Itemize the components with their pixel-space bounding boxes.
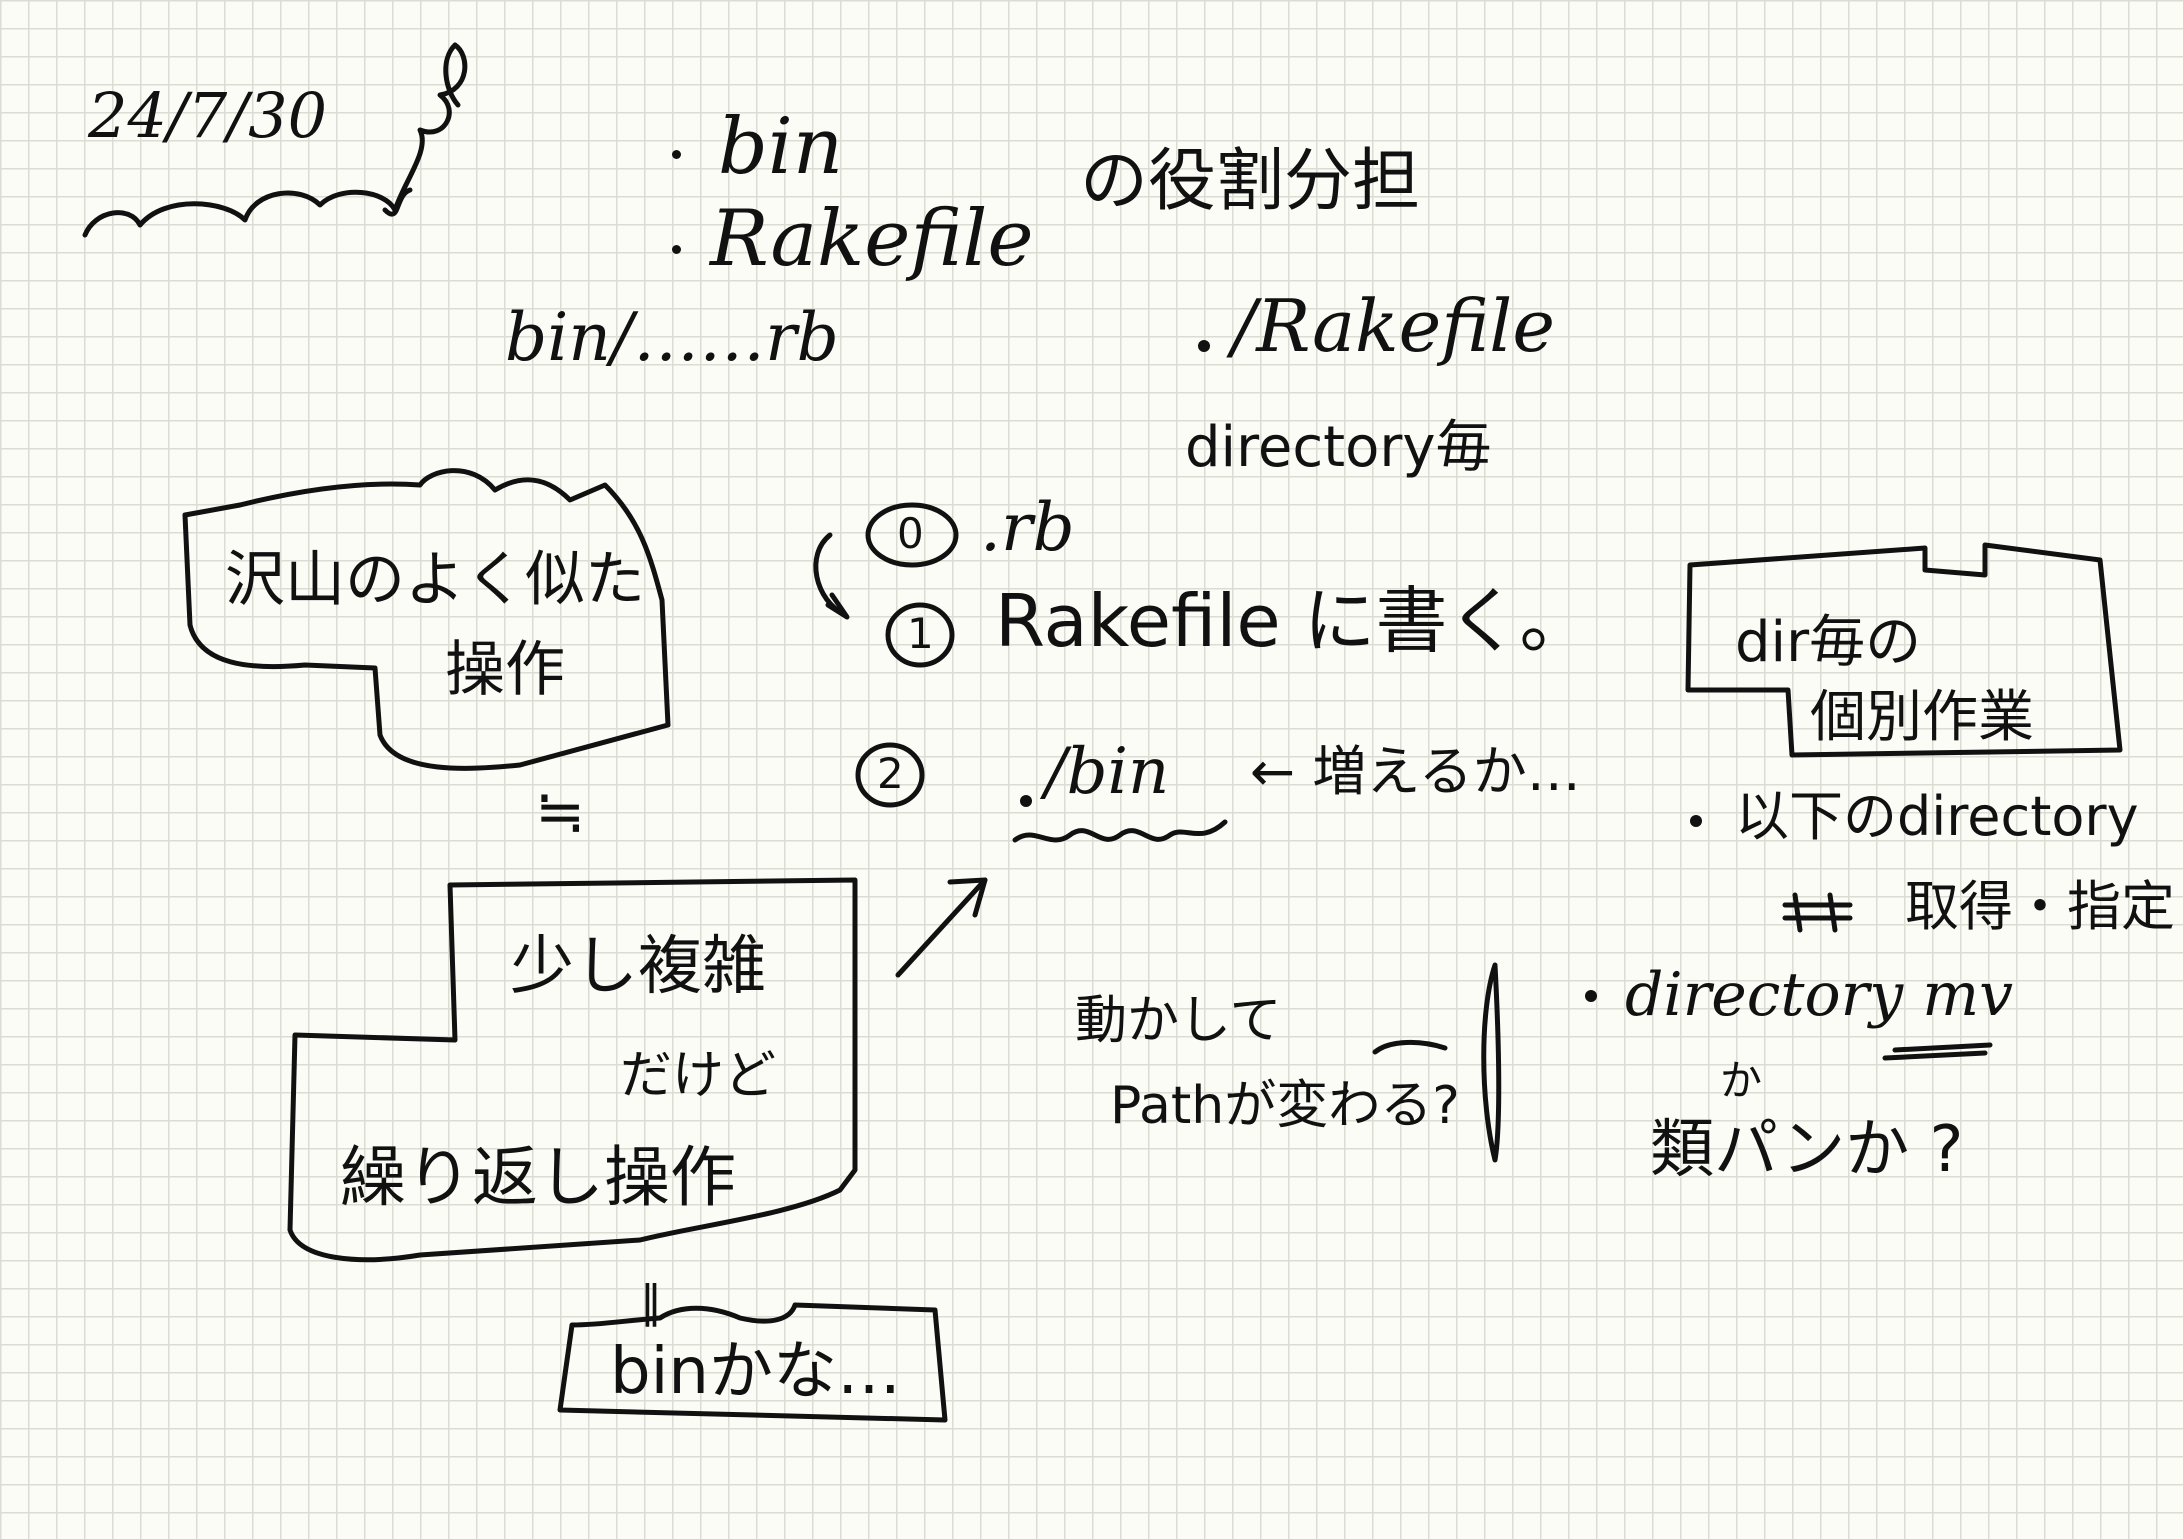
option-1-text: Rakefile に書く。 <box>995 579 1592 663</box>
option-2-path: /bin <box>1045 735 1170 809</box>
curve-arrow-head <box>825 592 850 620</box>
dir-work-line1: dir毎の <box>1735 610 1922 675</box>
box-bin-outline <box>557 1302 948 1423</box>
topic-item-bin: bin <box>718 102 844 192</box>
path-question-line1: 動かして <box>1075 991 1282 1051</box>
complex-line3: 繰り返し操作 <box>340 1139 736 1216</box>
circle-2 <box>855 742 925 808</box>
dir-work-line2: 個別作業 <box>1810 685 2034 750</box>
complex-line2: だけど <box>620 1046 777 1106</box>
date-cloud-tail <box>382 187 413 217</box>
date-label: 24/7/30 <box>88 79 328 152</box>
box-dirwork-outline <box>1685 542 2123 758</box>
option-2-comment: ← 増えるか… <box>1250 740 1581 803</box>
box-similar-outline <box>182 468 671 771</box>
topic-example: bin/……rb <box>505 299 839 376</box>
directory-list-bullet <box>1690 815 1702 827</box>
topic-bullet-2 <box>672 245 681 254</box>
topic-item-rakefile: Rakefile <box>710 194 1034 284</box>
similar-ops-line2: 操作 <box>445 635 565 705</box>
rakefile-bullet <box>1198 340 1210 352</box>
complex-line1: 少し複雑 <box>510 930 766 1004</box>
bracket <box>1481 962 1502 1163</box>
parallel-symbol: ‖ <box>640 1276 662 1327</box>
option-0-text: .rb <box>980 489 1075 566</box>
approx-symbol: ≒ <box>535 777 586 847</box>
option-2-bullet <box>1020 795 1032 807</box>
scribble-mark <box>1782 892 1853 933</box>
directory-list-line1: 以下のdirectory <box>1735 785 2139 848</box>
mv-underline <box>1882 1042 1993 1061</box>
circle-1 <box>885 602 955 668</box>
path-question-line2: Pathが変わる? <box>1110 1076 1460 1136</box>
directory-mv-bullet <box>1585 990 1597 1002</box>
directory-mv-line3: 類パンか ? <box>1650 1113 1964 1187</box>
similar-ops-line1: 沢山のよく似た <box>225 545 645 615</box>
curve-arrow <box>813 532 848 618</box>
bin-wavy-underline <box>1012 819 1228 843</box>
directory-mv-line1: directory mv <box>1625 960 2014 1030</box>
date-cloud <box>82 42 468 238</box>
option-2-marker: 2 <box>877 749 904 798</box>
rakefile-path: /Rakefile <box>1232 284 1555 368</box>
topic-bullet-1 <box>672 150 681 159</box>
diag-arrow-line <box>895 877 988 978</box>
bin-box-text: binかな… <box>610 1335 901 1409</box>
option-1-marker: 1 <box>907 609 934 658</box>
directory-list-line2: 取得・指定 <box>1905 875 2175 938</box>
arc-mark <box>1372 1039 1448 1055</box>
circle-0 <box>865 502 959 568</box>
rakefile-per-directory: directory毎 <box>1185 415 1492 480</box>
directory-mv-line2: か <box>1720 1056 1763 1105</box>
box-complex-outline <box>287 877 858 1263</box>
topic-suffix: の役割分担 <box>1080 142 1421 221</box>
option-0-marker: 0 <box>897 509 924 558</box>
diag-arrow-head <box>947 877 988 918</box>
